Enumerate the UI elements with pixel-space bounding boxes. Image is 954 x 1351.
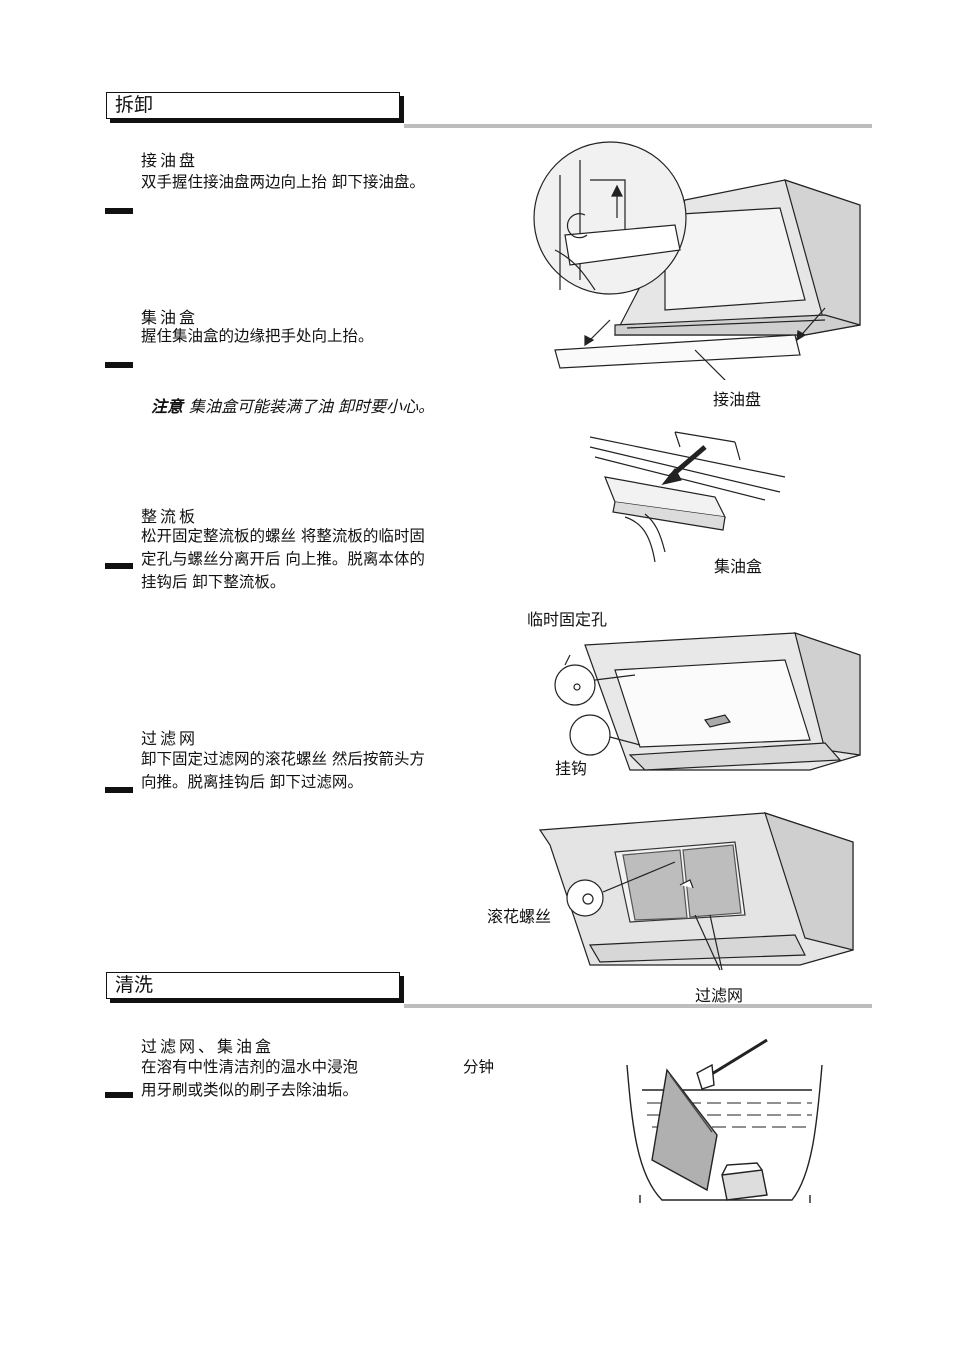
step-marker [105,362,133,368]
knurled-screw-label: 滚花螺丝 [487,907,552,926]
caution-label: 注意 [151,397,184,416]
filter-heading: 过滤网 [141,729,199,748]
oil-cup-text: 握住集油盒的边缘把手处向上抬。 [141,327,374,345]
filter-figure [538,812,854,971]
soaking-figure [626,1038,823,1203]
clean-line-2: 用牙刷或类似的刷子去除油垢。 [141,1081,359,1099]
clean-filter-text: 在溶有中性清洁剂的温水中浸泡 分钟 用牙刷或类似的刷子去除油垢。 [141,1056,521,1102]
filter-line: 向推。脱离挂钩后 卸下过滤网。 [141,773,363,791]
baffle-line: 挂钩后 卸下整流板。 [141,573,286,591]
temp-hole-label: 临时固定孔 [527,610,608,629]
drip-tray-figure [533,141,861,380]
step-marker [105,563,133,569]
filter-line: 卸下固定过滤网的滚花螺丝 然后按箭头方 [141,750,425,768]
baffle-line: 定孔与螺丝分离开后 向上推。脱离本体的 [141,550,425,568]
oil-cup-figure [589,431,786,563]
baffle-text: 松开固定整流板的螺丝 将整流板的临时固 定孔与螺丝分离开后 向上推。脱离本体的 … [141,525,511,594]
drip-tray-text: 双手握住接油盘两边向上抬 卸下接油盘。 [141,173,425,191]
baffle-line: 松开固定整流板的螺丝 将整流板的临时固 [141,527,425,545]
filter-text: 卸下固定过滤网的滚花螺丝 然后按箭头方 向推。脱离挂钩后 卸下过滤网。 [141,748,511,794]
clean-line-1-b: 分钟 [463,1058,495,1076]
oil-cup-heading: 集油盒 [141,308,199,327]
section-title-remove: 拆卸 [106,92,400,119]
section-rule-clean [404,1004,872,1008]
caution-text: 集油盒可能装满了油 卸时要小心。 [189,397,435,416]
section-title-clean: 清洗 [106,972,400,999]
clean-line-1: 在溶有中性清洁剂的温水中浸泡 分钟 [141,1056,521,1079]
oil-cup-figure-label: 集油盒 [714,557,763,576]
drip-tray-heading: 接油盘 [141,151,199,170]
baffle-figure [554,632,861,771]
drip-tray-figure-label: 接油盘 [713,390,762,409]
step-marker [105,1092,133,1098]
step-marker [105,208,133,214]
baffle-heading: 整流板 [141,507,199,526]
clean-line-1-a: 在溶有中性清洁剂的温水中浸泡 [141,1058,359,1076]
filter-figure-label: 过滤网 [695,986,744,1005]
caution-note: 注意集油盒可能装满了油 卸时要小心。 [151,393,434,417]
clean-filter-heading: 过滤网、集油盒 [141,1037,275,1056]
hook-label: 挂钩 [555,759,588,778]
section-rule-remove [404,124,872,128]
step-marker [105,787,133,793]
